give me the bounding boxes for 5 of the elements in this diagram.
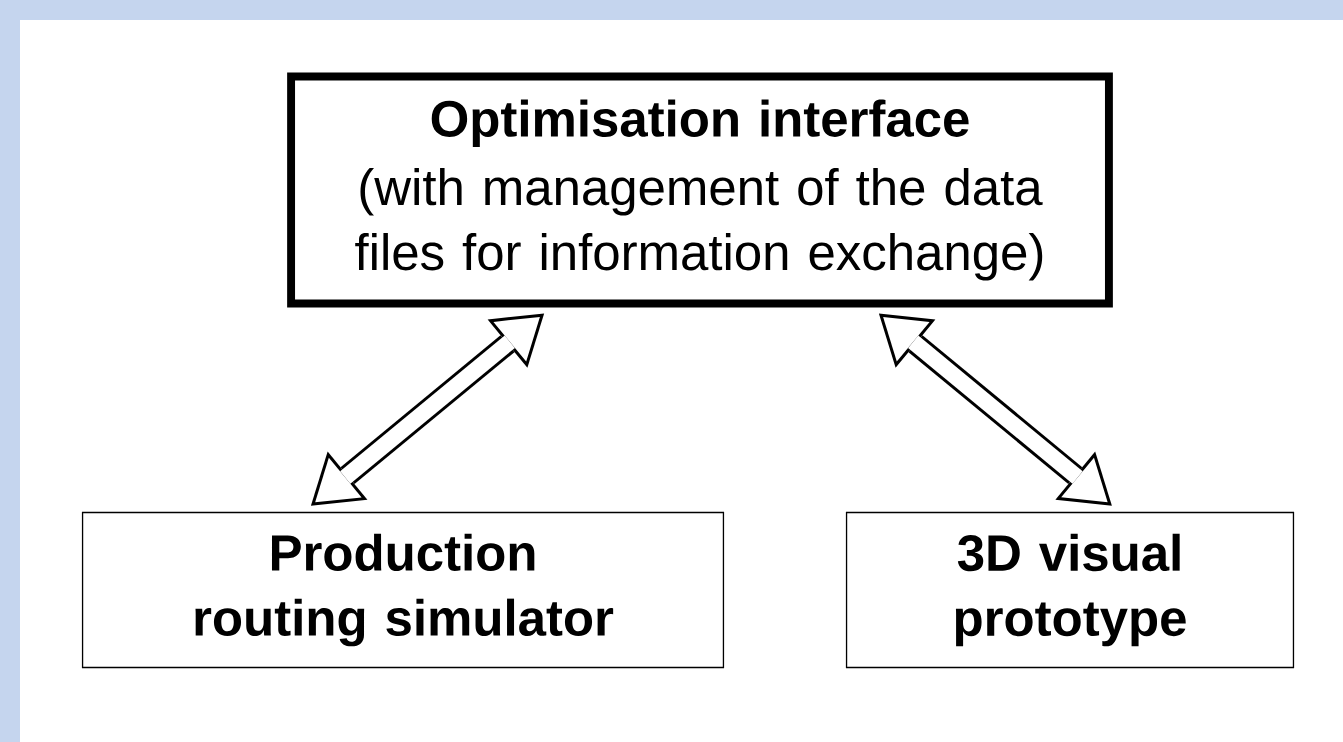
interface-box: Optimisation interface (with management of the data files for information exchange) (287, 72, 1113, 308)
double-arrow (310, 313, 545, 506)
double-arrow (878, 313, 1112, 506)
module-box: Production routing simulator (81, 511, 725, 669)
module-box: 3D visual prototype (845, 511, 1295, 669)
